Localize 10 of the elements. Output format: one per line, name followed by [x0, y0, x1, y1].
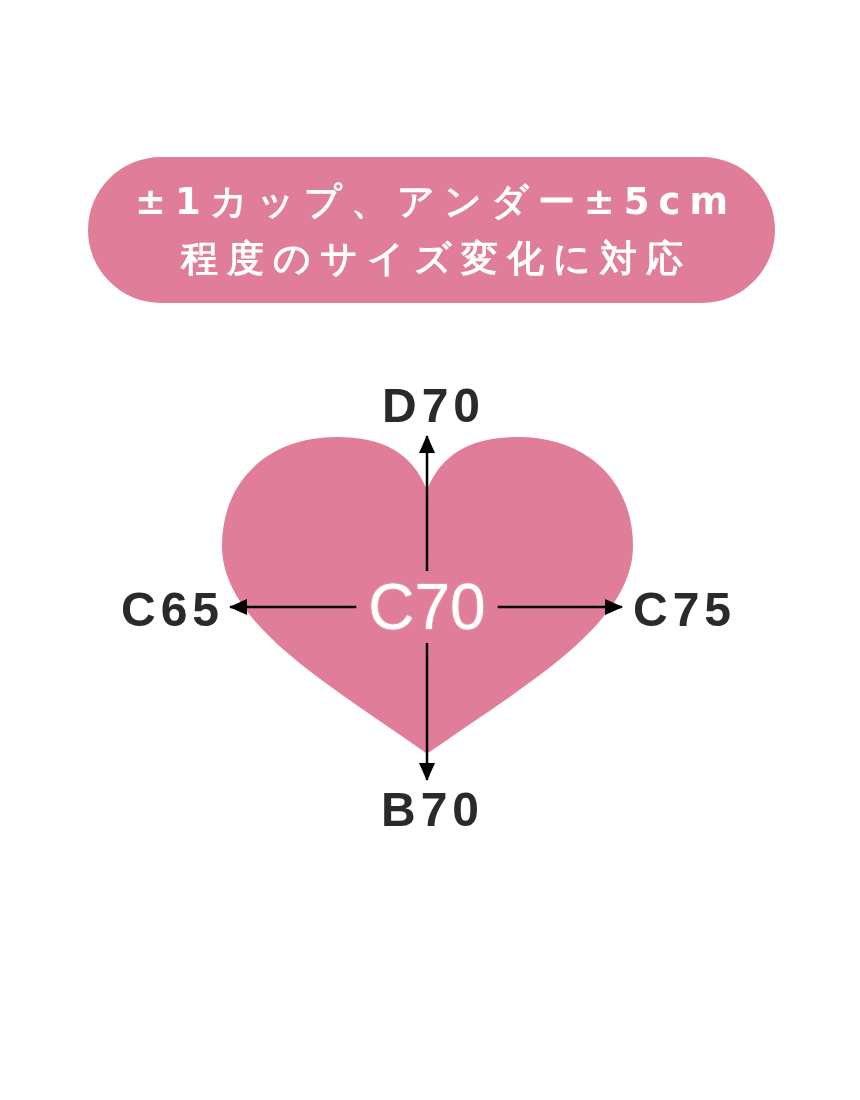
arrow: [497, 599, 623, 615]
arrow: [229, 599, 357, 615]
size-label: B70: [375, 786, 485, 834]
banner-text: ±1カップ、アンダー±5cm程度のサイズ変化に対応: [134, 179, 738, 282]
arrow: [419, 643, 435, 781]
arrow: [419, 435, 435, 571]
size-label: C75: [627, 586, 737, 634]
size-label: C65: [115, 586, 225, 634]
size-label: D70: [376, 382, 486, 430]
size-label: C70: [368, 575, 486, 639]
